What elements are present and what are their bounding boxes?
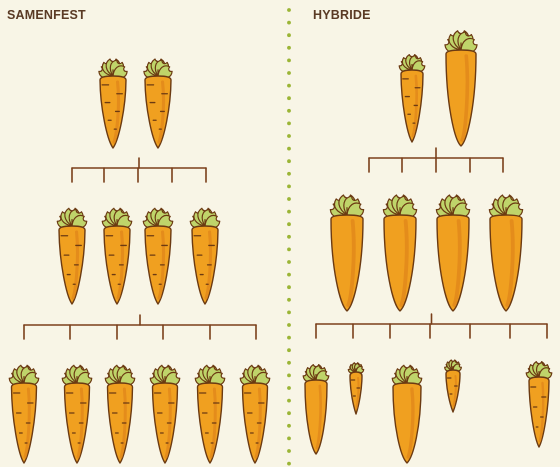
carrot-icon: [101, 208, 134, 304]
carrot-icon: [189, 208, 222, 304]
left-branch-2: [24, 315, 256, 339]
carrot-icon: [194, 365, 227, 463]
carrot-icon: [444, 360, 463, 412]
carrot-icon: [391, 365, 424, 463]
carrot-icon: [398, 54, 427, 142]
carrot-icon: [142, 208, 175, 304]
carrot-icon: [61, 365, 94, 463]
carrot-icon: [97, 59, 128, 148]
carrot-icon: [239, 365, 272, 463]
carrot-icon: [487, 194, 524, 311]
carrot-icon: [381, 194, 418, 311]
carrot-icon: [104, 365, 137, 463]
carrot-icon: [8, 365, 41, 463]
carrot-icon: [142, 59, 173, 148]
panel-divider: [287, 8, 291, 465]
carrot-icon: [525, 361, 554, 447]
left-branch-1: [72, 158, 206, 182]
right-branch-1: [369, 148, 503, 172]
carrot-icon: [302, 364, 331, 454]
carrot-icon: [443, 30, 479, 146]
carrot-icon: [328, 194, 365, 311]
carrot-icon: [434, 194, 471, 311]
carrot-icon: [347, 362, 364, 414]
carrot-icon: [56, 208, 89, 304]
carrot-icon: [149, 365, 182, 463]
right-branch-2: [316, 314, 547, 338]
